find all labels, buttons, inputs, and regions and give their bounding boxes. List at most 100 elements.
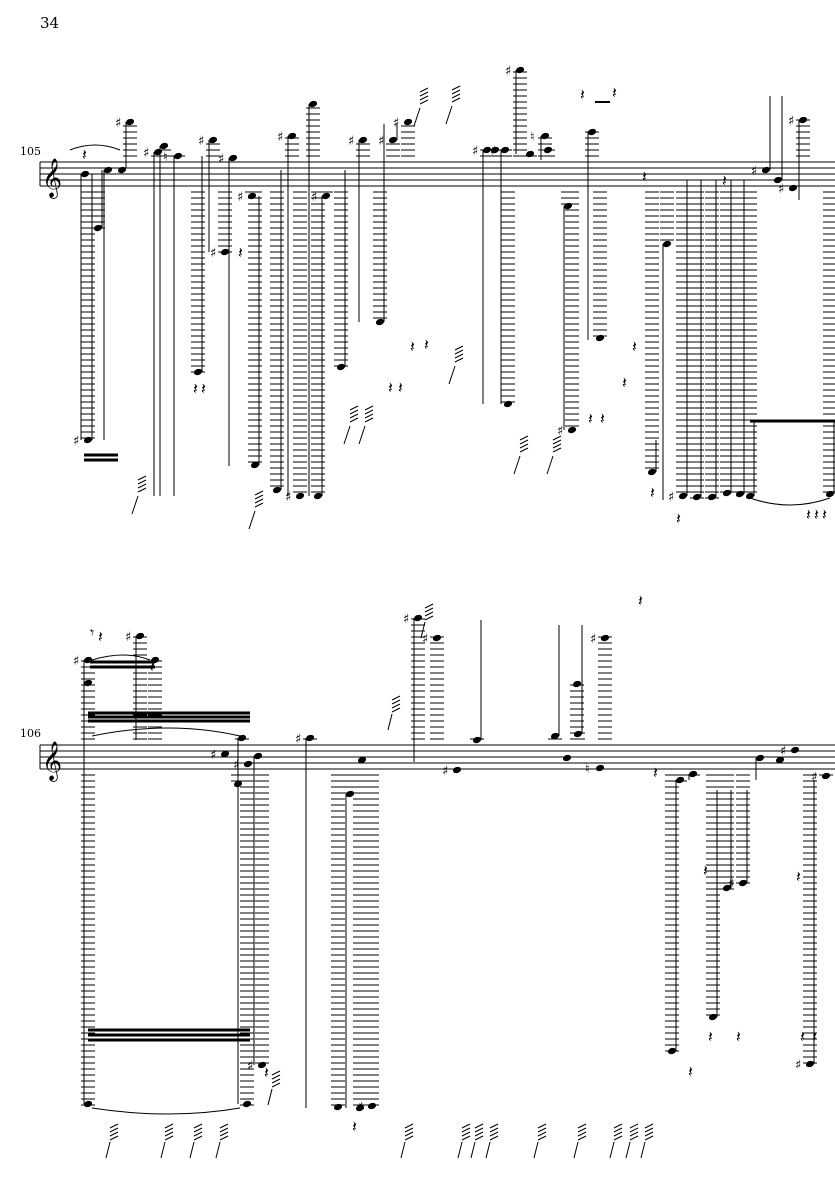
sharp-icon: ♯	[378, 134, 384, 149]
flag	[489, 1131, 499, 1137]
note-head	[678, 492, 688, 500]
sharp-icon: ♯	[348, 134, 354, 149]
flag	[489, 1135, 499, 1141]
note-head	[692, 493, 702, 501]
flag	[254, 498, 264, 504]
note-stem	[513, 455, 521, 475]
flag	[552, 447, 562, 453]
flag	[271, 1082, 281, 1088]
note-head	[388, 136, 398, 144]
sharp-icon: ♯	[198, 134, 204, 149]
flag	[461, 1131, 471, 1137]
note-head	[287, 132, 297, 140]
flag	[519, 447, 529, 453]
flag	[577, 1135, 587, 1141]
note-stem	[387, 713, 393, 731]
note-stem	[445, 105, 453, 125]
note-head	[345, 790, 355, 798]
note-head	[403, 118, 413, 126]
flag	[424, 615, 434, 621]
note-head	[272, 486, 282, 494]
note-stem	[131, 495, 139, 515]
sharp-icon: ♯	[393, 116, 399, 131]
flag	[454, 345, 464, 351]
note-head	[308, 100, 318, 108]
flag	[364, 409, 374, 415]
note-head	[321, 192, 331, 200]
flag	[454, 349, 464, 355]
flag	[577, 1127, 587, 1133]
flag	[419, 87, 429, 93]
measure-number-106: 106	[20, 727, 41, 740]
natural-icon: ♮	[585, 762, 590, 777]
flag	[219, 1127, 229, 1133]
flag	[629, 1127, 639, 1133]
rest-icon: 𝄽	[264, 1063, 269, 1082]
flag	[461, 1135, 471, 1141]
sharp-icon: ♯	[115, 116, 121, 131]
flag	[419, 91, 429, 97]
note-stem	[546, 455, 554, 475]
note-head	[243, 760, 253, 768]
sharp-icon: ♯	[210, 246, 216, 261]
note-head	[562, 754, 572, 762]
sharp-icon: ♯	[788, 114, 794, 129]
note-stem	[609, 1141, 615, 1159]
note-stem	[533, 1141, 539, 1159]
note-head	[80, 170, 90, 178]
flag	[364, 417, 374, 423]
note-head	[233, 780, 243, 788]
flag	[451, 85, 461, 91]
flag	[519, 435, 529, 441]
flag	[451, 93, 461, 99]
flag	[424, 611, 434, 617]
flag	[519, 443, 529, 449]
sharp-icon: ♯	[811, 770, 817, 785]
note-head	[550, 732, 560, 740]
sharp-icon: ♯	[505, 64, 511, 79]
note-head	[355, 1104, 365, 1112]
sharp-icon: ♯	[490, 144, 496, 159]
sharp-icon: ♯	[590, 632, 596, 647]
treble-clef-icon: 𝄞	[42, 158, 62, 199]
note-head	[413, 614, 423, 622]
rest-icon: 𝄽	[676, 509, 681, 528]
rest-icon: 𝄽	[703, 861, 708, 880]
rest-icon: 𝄽	[638, 591, 643, 610]
note-head	[313, 492, 323, 500]
flag	[254, 490, 264, 496]
note-stem	[448, 365, 456, 385]
note-head	[253, 752, 263, 760]
flag	[193, 1131, 203, 1137]
flag	[404, 1135, 414, 1141]
note-head	[600, 634, 610, 642]
flag	[451, 89, 461, 95]
eighth-rest-icon: 𝄾	[90, 623, 94, 642]
natural-icon: ♮	[530, 130, 535, 145]
rest-icon: 𝄽	[632, 337, 637, 356]
note-head	[228, 154, 238, 162]
note-head	[688, 770, 698, 778]
system-105: 𝄞♯♯♯♮♯♯♯♯♯♯♯♯♯♯♯♯♯♮♯♯♯♯♯𝄽𝄽𝄽𝄽𝄽𝄽𝄽𝄽𝄽𝄽𝄽𝄽𝄽𝄽𝄽𝄽…	[39, 64, 835, 530]
rest-icon: 𝄽	[410, 337, 415, 356]
treble-clef-icon: 𝄞	[42, 741, 62, 782]
sharp-icon: ♯	[311, 190, 317, 205]
flag	[629, 1123, 639, 1129]
flag	[391, 707, 401, 713]
note-head	[220, 750, 230, 758]
flag	[451, 97, 461, 103]
sharp-icon: ♯	[795, 1058, 801, 1073]
note-head	[503, 400, 513, 408]
note-head	[761, 166, 771, 174]
note-head	[432, 634, 442, 642]
note-head	[540, 132, 550, 140]
flag	[577, 1131, 587, 1137]
flag	[474, 1131, 484, 1137]
note-head	[773, 176, 783, 184]
flag	[193, 1123, 203, 1129]
page-number: 34	[40, 14, 60, 32]
flag	[644, 1131, 654, 1137]
sharp-icon: ♯	[557, 424, 563, 439]
note-head	[567, 426, 577, 434]
